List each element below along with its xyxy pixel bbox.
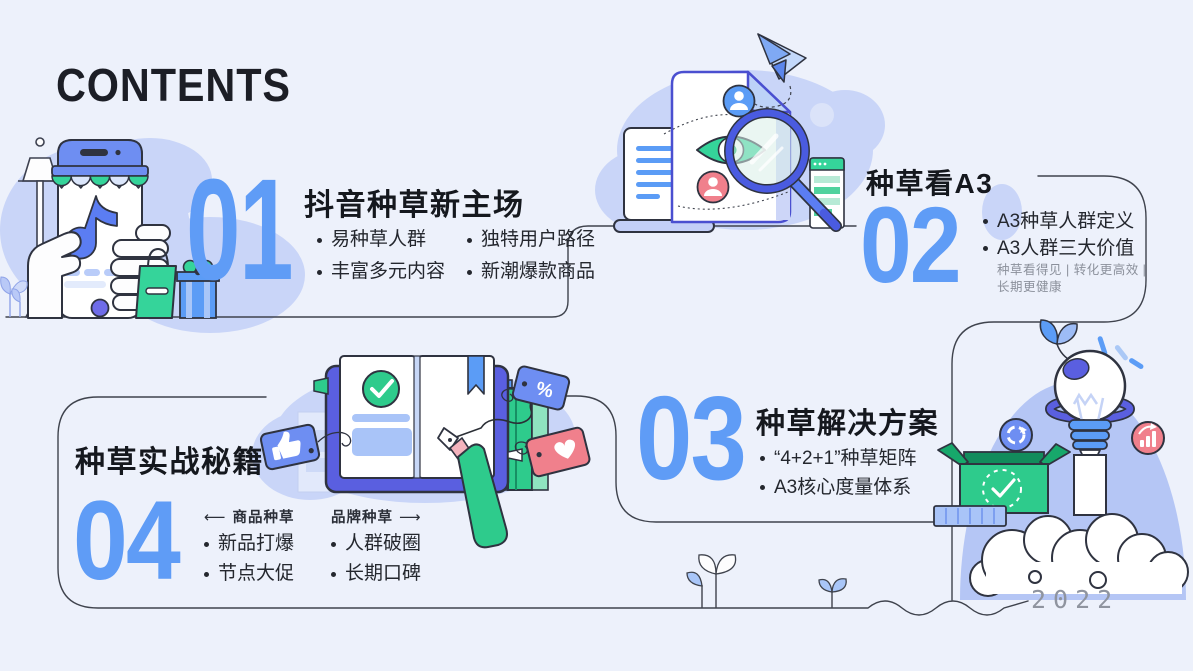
section-01-title: 抖音种草新主场 xyxy=(304,189,525,222)
year-label: 2022 xyxy=(1031,585,1120,614)
section-03-bullets: “4+2+1”种草矩阵 A3核心度量体系 xyxy=(760,444,917,502)
bookmark-icon xyxy=(467,355,485,395)
arrow-right-icon: ⟶ xyxy=(399,509,422,526)
list-item: 长期口碑 xyxy=(331,559,461,589)
list-item: A3核心度量体系 xyxy=(760,473,917,502)
user-avatar-pink-icon xyxy=(696,170,730,204)
list-item: 独特用户路径 xyxy=(467,224,595,256)
clouds-icon xyxy=(969,513,1189,597)
bullet-dot xyxy=(317,237,322,243)
document-illustration xyxy=(613,33,845,233)
awning-icon xyxy=(51,165,149,189)
list-item: 节点大促 xyxy=(204,559,334,589)
list-item: “4+2+1”种草矩阵 xyxy=(760,444,917,473)
check-circle-icon xyxy=(362,370,400,408)
bullet-dot xyxy=(983,219,988,224)
list-item: 新潮爆款商品 xyxy=(467,256,595,288)
section-02-title: 种草看A3 xyxy=(866,168,994,199)
caption-line: 长期更健康 xyxy=(997,280,1063,294)
bullet-dot xyxy=(983,246,988,251)
section-03-title: 种草解决方案 xyxy=(756,408,940,440)
bullet-dot xyxy=(467,237,473,243)
hand-icon xyxy=(27,224,171,319)
phone-illustration xyxy=(27,139,220,319)
bullet-dot xyxy=(317,269,322,275)
list-item: A3人群三大价值 xyxy=(983,235,1134,262)
section-02-caption: 种草看得见 | 转化更高效 | 长期更健康 xyxy=(997,262,1146,296)
section-01-number: 01 xyxy=(186,149,294,310)
bulb-illustration xyxy=(933,319,1189,597)
bullet-dot xyxy=(331,571,336,577)
arrow-left-icon: ⟵ xyxy=(204,509,227,526)
sparks-icon xyxy=(1097,336,1144,369)
parcel-box-icon xyxy=(933,442,1071,527)
section-04-title: 种草实战秘籍 xyxy=(75,446,264,479)
bullet-dot xyxy=(467,269,473,275)
section-04-number: 04 xyxy=(73,478,181,603)
heart-tag-icon xyxy=(514,426,591,478)
section-02-number: 02 xyxy=(860,184,962,305)
bullet-dot xyxy=(204,571,209,577)
group-label: 商品种草 xyxy=(232,510,295,526)
page-title: CONTENTS xyxy=(56,59,291,111)
group-header: 品牌种草 ⟶ xyxy=(331,507,461,529)
user-avatar-blue-icon xyxy=(722,84,756,118)
percent-tag-icon: % xyxy=(501,365,571,411)
thumbs-up-tag-icon xyxy=(259,423,352,471)
recycle-badge-icon xyxy=(999,418,1033,452)
ground-sprouts-icon xyxy=(686,554,847,608)
fountain-pen-icon xyxy=(437,427,508,549)
connector-lines xyxy=(5,175,1147,616)
section-04-group-product: ⟵ 商品种草 新品打爆 节点大促 xyxy=(204,507,334,589)
section-04-group-brand: 品牌种草 ⟶ 人群破圈 长期口碑 xyxy=(331,507,461,589)
caption-line: 种草看得见 | 转化更高效 | xyxy=(997,263,1147,277)
list-item: 丰富多元内容 xyxy=(317,256,445,288)
list-item: A3种草人群定义 xyxy=(983,208,1134,235)
gift-box-icon xyxy=(176,259,220,319)
wave-line xyxy=(57,396,1029,616)
bullet-dot xyxy=(760,485,765,490)
percent-tag-label: % xyxy=(534,378,556,402)
home-button-icon xyxy=(90,298,110,318)
section-01-bullets: 易种草人群 独特用户路径 丰富多元内容 新潮爆款商品 xyxy=(317,224,595,288)
paper-plane-icon xyxy=(757,33,807,83)
list-item: 易种草人群 xyxy=(317,224,445,256)
section-03-number: 03 xyxy=(636,372,747,505)
group-header: ⟵ 商品种草 xyxy=(204,507,334,529)
notebook-illustration: % xyxy=(259,355,591,549)
shopping-bag-icon xyxy=(135,247,177,319)
bullet-dot xyxy=(331,541,336,547)
list-item: 新品打爆 xyxy=(204,529,334,559)
list-item: 人群破圈 xyxy=(331,529,461,559)
bullet-dot xyxy=(760,456,765,461)
exhaust-column xyxy=(1073,454,1107,516)
section-02-bullets: A3种草人群定义 A3人群三大价值 xyxy=(983,208,1134,262)
magnifier-icon xyxy=(724,108,842,232)
chart-badge-icon xyxy=(1131,421,1165,455)
bullet-dot xyxy=(204,541,209,547)
group-label: 品牌种草 xyxy=(331,510,393,526)
left-plant-icon xyxy=(0,276,28,317)
